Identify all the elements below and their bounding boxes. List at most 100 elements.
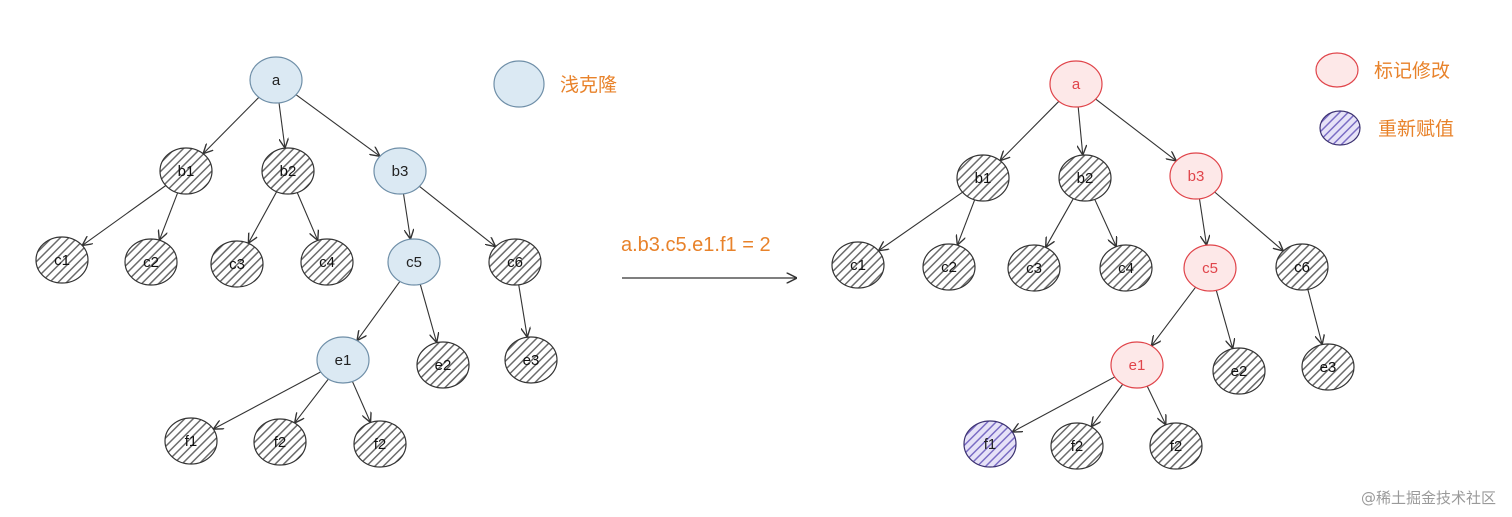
tree-node-b2: b2 (1058, 154, 1112, 202)
node-circle (1169, 152, 1223, 200)
node-label: f2 (1071, 438, 1084, 455)
edge-c5-e2 (419, 284, 436, 341)
node-circle (124, 238, 178, 286)
node-label: f2 (1170, 438, 1183, 455)
edge-b2-c4 (296, 192, 317, 240)
node-label: b1 (975, 170, 992, 187)
tree-node-f1: f1 (963, 420, 1017, 468)
node-label: a (1072, 76, 1081, 93)
node-circle (416, 341, 470, 389)
tree-node-e3: e3 (504, 336, 558, 384)
edge-b1-c1 (83, 185, 167, 244)
node-label: e2 (435, 357, 452, 374)
node-circle (1110, 341, 1164, 389)
node-label: c1 (850, 257, 866, 274)
legend-marked-modified-swatch (1315, 52, 1359, 88)
node-label: b3 (392, 163, 409, 180)
node-circle (1149, 422, 1203, 470)
edge-c6-e3 (518, 284, 527, 336)
node-label: e3 (1320, 359, 1337, 376)
node-circle (831, 241, 885, 289)
watermark: @稀土掘金技术社区 (1361, 489, 1496, 507)
edge-e1-f2b (351, 381, 370, 421)
node-circle (253, 418, 307, 466)
edge-e1-f2b (1146, 385, 1165, 424)
edge-e1-f1 (1013, 376, 1116, 432)
edge-e1-f1 (214, 371, 321, 429)
edge-b3-c6 (419, 185, 494, 246)
node-circle (1007, 244, 1061, 292)
legend-shallow-clone-swatch (493, 60, 545, 108)
node-label: c3 (229, 256, 245, 273)
tree-node-e2: e2 (1212, 347, 1266, 395)
tree-node-f2a: f2 (253, 418, 307, 466)
edge-c5-e1 (358, 281, 401, 339)
node-label: c1 (54, 252, 70, 269)
node-label: c3 (1026, 260, 1042, 277)
tree-node-b3: b3 (373, 147, 427, 195)
legend-marked-modified: 标记修改 (1315, 52, 1450, 88)
legend-shallow-clone-label: 浅克隆 (560, 74, 617, 96)
node-circle (373, 147, 427, 195)
tree-node-b3: b3 (1169, 152, 1223, 200)
node-label: c6 (507, 254, 523, 271)
edge-b3-c5 (402, 193, 411, 238)
tree-node-b2: b2 (261, 147, 315, 195)
edge-b2-c3 (249, 191, 278, 243)
node-circle (1050, 422, 1104, 470)
node-circle (249, 56, 303, 104)
node-label: e3 (523, 352, 540, 369)
node-label: c5 (406, 254, 422, 271)
node-circle (1212, 347, 1266, 395)
tree-node-c2: c2 (922, 243, 976, 291)
node-circle (1275, 243, 1329, 291)
tree-node-c4: c4 (1099, 244, 1153, 292)
tree-node-a: a (249, 56, 303, 104)
node-circle (963, 420, 1017, 468)
node-circle (1049, 60, 1103, 108)
node-circle (210, 240, 264, 288)
node-label: b3 (1188, 168, 1205, 185)
legend-reassigned-label: 重新赋值 (1378, 118, 1454, 140)
operation: a.b3.c5.e1.f1 = 2 (621, 234, 796, 278)
edge-a-b2 (278, 102, 285, 147)
node-circle (1301, 343, 1355, 391)
node-label: f1 (185, 433, 198, 450)
tree-node-e1: e1 (316, 336, 370, 384)
operation-label: a.b3.c5.e1.f1 = 2 (621, 234, 771, 256)
edge-e1-f2a (295, 378, 329, 422)
node-circle (504, 336, 558, 384)
node-label: e2 (1231, 363, 1248, 380)
node-circle (164, 417, 218, 465)
node-label: a (272, 72, 281, 89)
tree-node-c3: c3 (210, 240, 264, 288)
tree-node-e3: e3 (1301, 343, 1355, 391)
node-circle (261, 147, 315, 195)
edge-a-b3 (1095, 98, 1176, 160)
edge-b2-c3 (1046, 198, 1074, 247)
edge-b2-c4 (1094, 199, 1116, 245)
tree-node-e1: e1 (1110, 341, 1164, 389)
tree-node-f2a: f2 (1050, 422, 1104, 470)
edge-c6-e3 (1307, 289, 1322, 343)
node-label: c2 (941, 259, 957, 276)
node-circle (316, 336, 370, 384)
node-circle (387, 238, 441, 286)
node-circle (488, 238, 542, 286)
tree-node-b1: b1 (956, 154, 1010, 202)
edge-a-b1 (1001, 100, 1060, 160)
tree-node-c4: c4 (300, 238, 354, 286)
node-circle (1058, 154, 1112, 202)
edge-b1-c2 (958, 199, 976, 244)
legend-reassigned-swatch (1319, 110, 1361, 146)
node-circle (159, 147, 213, 195)
edge-b1-c1 (879, 191, 963, 250)
node-label: e1 (1129, 357, 1146, 374)
edge-b3-c5 (1198, 198, 1206, 244)
node-label: f2 (374, 436, 387, 453)
node-circle (353, 420, 407, 468)
tree-node-c1: c1 (35, 236, 89, 284)
node-circle (956, 154, 1010, 202)
